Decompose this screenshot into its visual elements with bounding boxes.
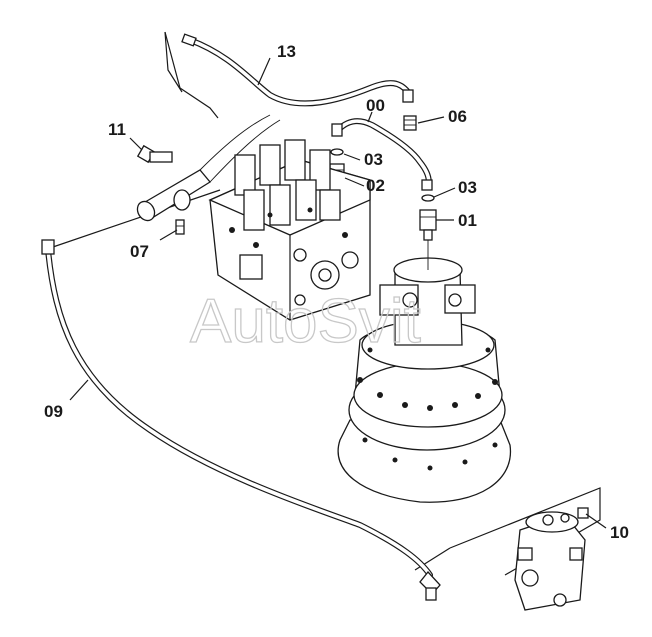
label-07: 07 [130,242,149,261]
o-ring-03-right [421,194,435,202]
label-11: 11 [108,120,126,139]
hose-cylinder [136,114,281,222]
label-03-upper: 03 [364,150,383,169]
center-joint-10 [514,507,589,611]
swing-motor [337,240,512,503]
hose-13 [181,33,414,107]
leader-lines [69,57,607,529]
hose-09 [41,239,441,601]
label-09: 09 [44,402,63,421]
label-00: 00 [366,96,385,115]
label-10: 10 [610,523,629,542]
fitting-07 [175,219,185,235]
label-01: 01 [458,211,477,230]
elbow-fitting-11 [136,144,173,164]
fitting-06 [403,115,417,131]
pipe-00 [331,118,433,191]
adapter-01 [419,209,437,241]
label-13: 13 [277,42,296,61]
label-02: 02 [366,176,385,195]
o-ring-03-upper [330,148,344,156]
label-03-right: 03 [458,178,477,197]
watermark: AutoSvit [190,287,421,356]
control-valve [208,139,371,321]
label-06: 06 [448,107,467,126]
